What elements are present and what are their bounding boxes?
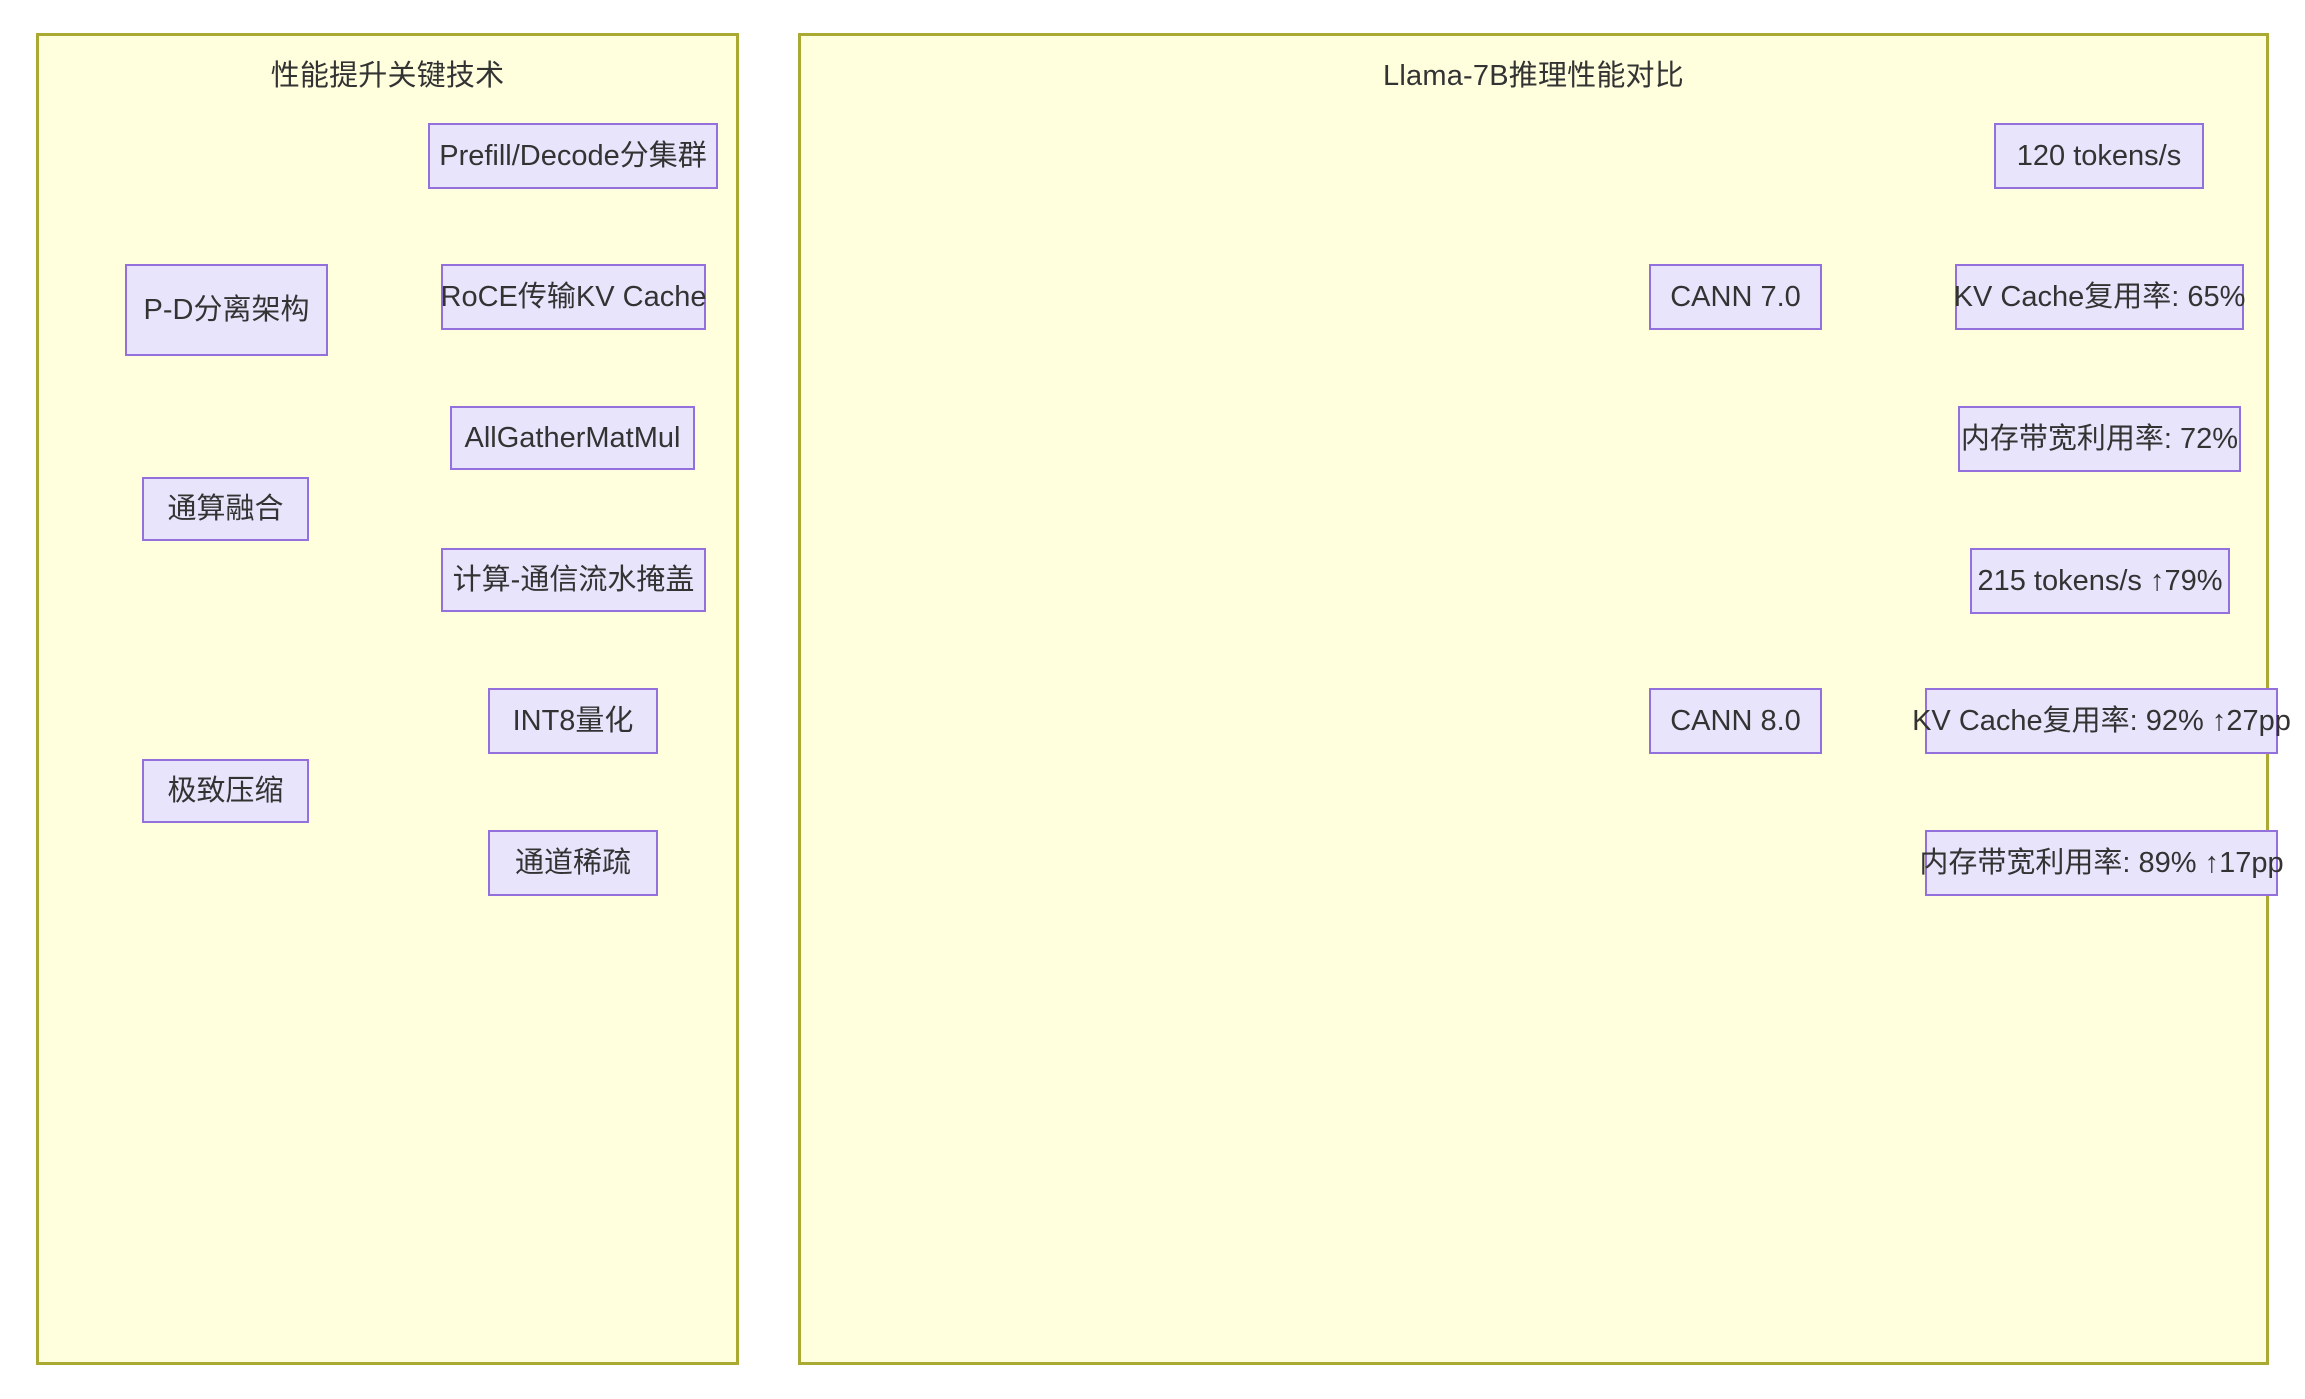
node-label-cann8: CANN 8.0 [1670, 704, 1801, 737]
node-label-pd_a: Prefill/Decode分集群 [439, 139, 707, 172]
node-compress_a[interactable]: INT8量化 [488, 688, 658, 754]
node-label-cann7_c: 内存带宽利用率: 72% [1960, 422, 2239, 455]
node-cann8[interactable]: CANN 8.0 [1649, 688, 1822, 754]
node-label-compress_a: INT8量化 [512, 704, 634, 737]
node-label-fusion: 通算融合 [167, 492, 284, 525]
node-label-fusion_a: AllGatherMatMul [464, 421, 681, 454]
node-label-pd: P-D分离架构 [143, 293, 310, 326]
node-cann7[interactable]: CANN 7.0 [1649, 264, 1822, 330]
node-label-pd_b: RoCE传输KV Cache [440, 280, 707, 313]
node-pd_b[interactable]: RoCE传输KV Cache [441, 264, 706, 330]
node-pd[interactable]: P-D分离架构 [125, 264, 328, 356]
node-label-compress_b: 通道稀疏 [514, 846, 631, 879]
subgraph-title-right: Llama-7B推理性能对比 [1383, 60, 1684, 92]
node-cann8_b[interactable]: KV Cache复用率: 92% ↑27pp [1912, 688, 2291, 754]
node-cann8_a[interactable]: 215 tokens/s ↑79% [1970, 548, 2230, 614]
node-label-cann7_b: KV Cache复用率: 65% [1953, 280, 2246, 313]
node-cann7_b[interactable]: KV Cache复用率: 65% [1953, 264, 2246, 330]
node-compress_b[interactable]: 通道稀疏 [488, 830, 658, 896]
node-cann7_c[interactable]: 内存带宽利用率: 72% [1958, 406, 2241, 472]
subgraph-title-left: 性能提升关键技术 [270, 60, 505, 92]
node-label-cann8_b: KV Cache复用率: 92% ↑27pp [1912, 704, 2291, 737]
node-cann7_a[interactable]: 120 tokens/s [1994, 123, 2204, 189]
node-label-cann7_a: 120 tokens/s [2016, 139, 2182, 172]
node-fusion_a[interactable]: AllGatherMatMul [450, 406, 695, 470]
node-cann8_c[interactable]: 内存带宽利用率: 89% ↑17pp [1919, 830, 2284, 896]
node-label-cann8_a: 215 tokens/s ↑79% [1977, 564, 2223, 597]
node-compress[interactable]: 极致压缩 [142, 759, 309, 823]
node-label-fusion_b: 计算-通信流水掩盖 [452, 563, 695, 596]
node-fusion[interactable]: 通算融合 [142, 477, 309, 541]
node-label-cann8_c: 内存带宽利用率: 89% ↑17pp [1919, 846, 2284, 879]
node-label-cann7: CANN 7.0 [1670, 280, 1801, 313]
node-pd_a[interactable]: Prefill/Decode分集群 [428, 123, 718, 189]
node-fusion_b[interactable]: 计算-通信流水掩盖 [441, 548, 706, 612]
node-label-compress: 极致压缩 [167, 774, 284, 807]
